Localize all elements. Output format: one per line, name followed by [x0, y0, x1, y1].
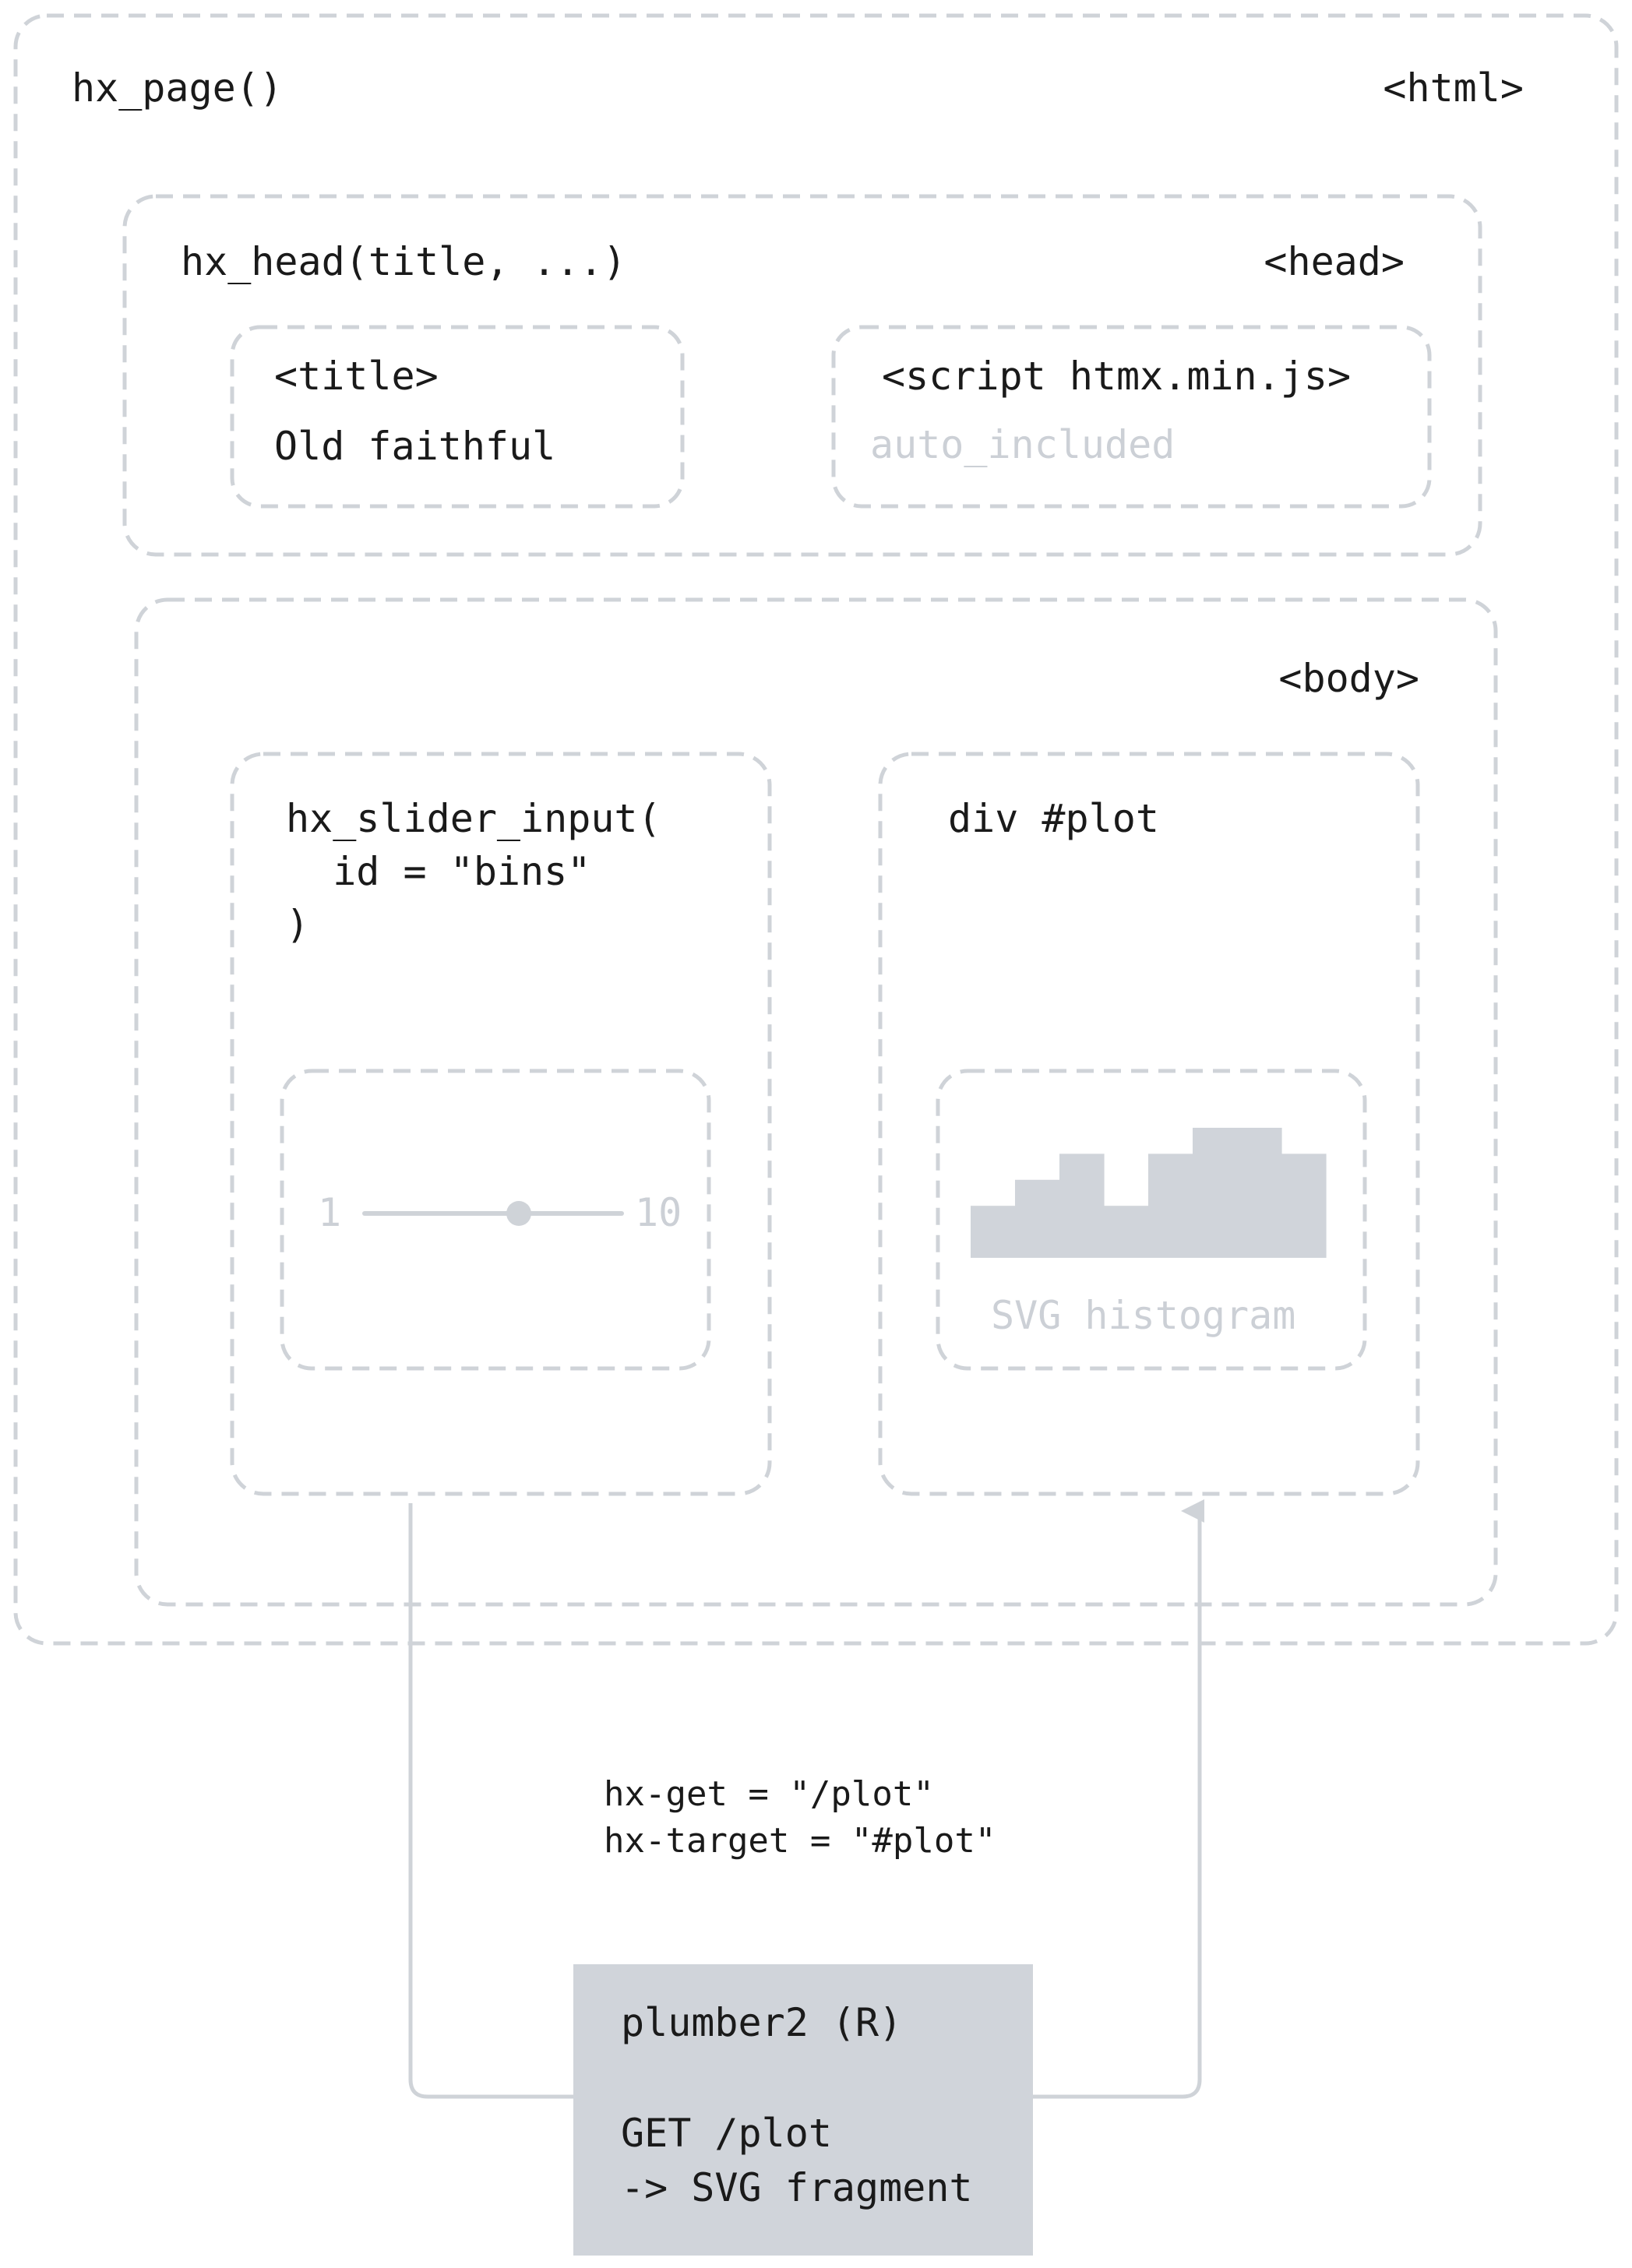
title-box [230, 325, 685, 509]
html-container [13, 13, 1619, 1646]
hx-get-attribute: hx-get = "/plot" [604, 1774, 934, 1814]
page-title-value: Old faithful [274, 424, 555, 469]
server-box [573, 1964, 1033, 2256]
histogram-bar [971, 1206, 1016, 1258]
script-box [831, 325, 1432, 509]
slider-code-line-1: hx_slider_input( [286, 796, 661, 841]
server-to-plot-arrow [1033, 1499, 1204, 2099]
hx-target-attribute: hx-target = "#plot" [604, 1821, 996, 1861]
body-container [134, 597, 1498, 1607]
svg-histogram-box [936, 1069, 1367, 1371]
histogram-bar [1193, 1128, 1238, 1258]
server-title: plumber2 (R) [621, 2000, 902, 2045]
auto-included-note: auto_included [870, 422, 1175, 467]
body-tag-label: <body> [1278, 656, 1419, 701]
html-tag-label: <html> [1383, 65, 1524, 111]
histogram-bar [1237, 1128, 1282, 1258]
head-tag-label: <head> [1264, 239, 1405, 284]
slider-thumb[interactable] [506, 1201, 531, 1226]
slider-widget-box [280, 1069, 711, 1371]
hx-head-label: hx_head(title, ...) [181, 239, 626, 284]
histogram-bar [1281, 1153, 1327, 1258]
slider-code-line-3: ) [286, 902, 309, 947]
head-container [122, 194, 1482, 557]
histogram-bar [1059, 1153, 1105, 1258]
histogram-bar [1148, 1153, 1193, 1258]
slider-input-box [230, 752, 772, 1496]
plot-div-label: div #plot [948, 796, 1159, 841]
histogram-bar [1104, 1206, 1149, 1258]
hx-page-label: hx_page() [72, 65, 283, 111]
plot-div-box [878, 752, 1420, 1496]
slider-max-label: 10 [635, 1190, 682, 1235]
slider-code-line-2: id = "bins" [286, 849, 590, 894]
slider-to-server-connector [408, 1503, 573, 2099]
server-route-line: GET /plot [621, 2111, 832, 2156]
svg-histogram-caption: SVG histogram [991, 1293, 1295, 1338]
histogram-bar [1015, 1179, 1060, 1258]
histogram-bars [971, 1128, 1327, 1258]
script-tag-label: <script htmx.min.js> [882, 354, 1351, 399]
title-tag-label: <title> [274, 354, 439, 399]
server-response-line: -> SVG fragment [621, 2165, 973, 2210]
slider-min-label: 1 [318, 1190, 341, 1235]
